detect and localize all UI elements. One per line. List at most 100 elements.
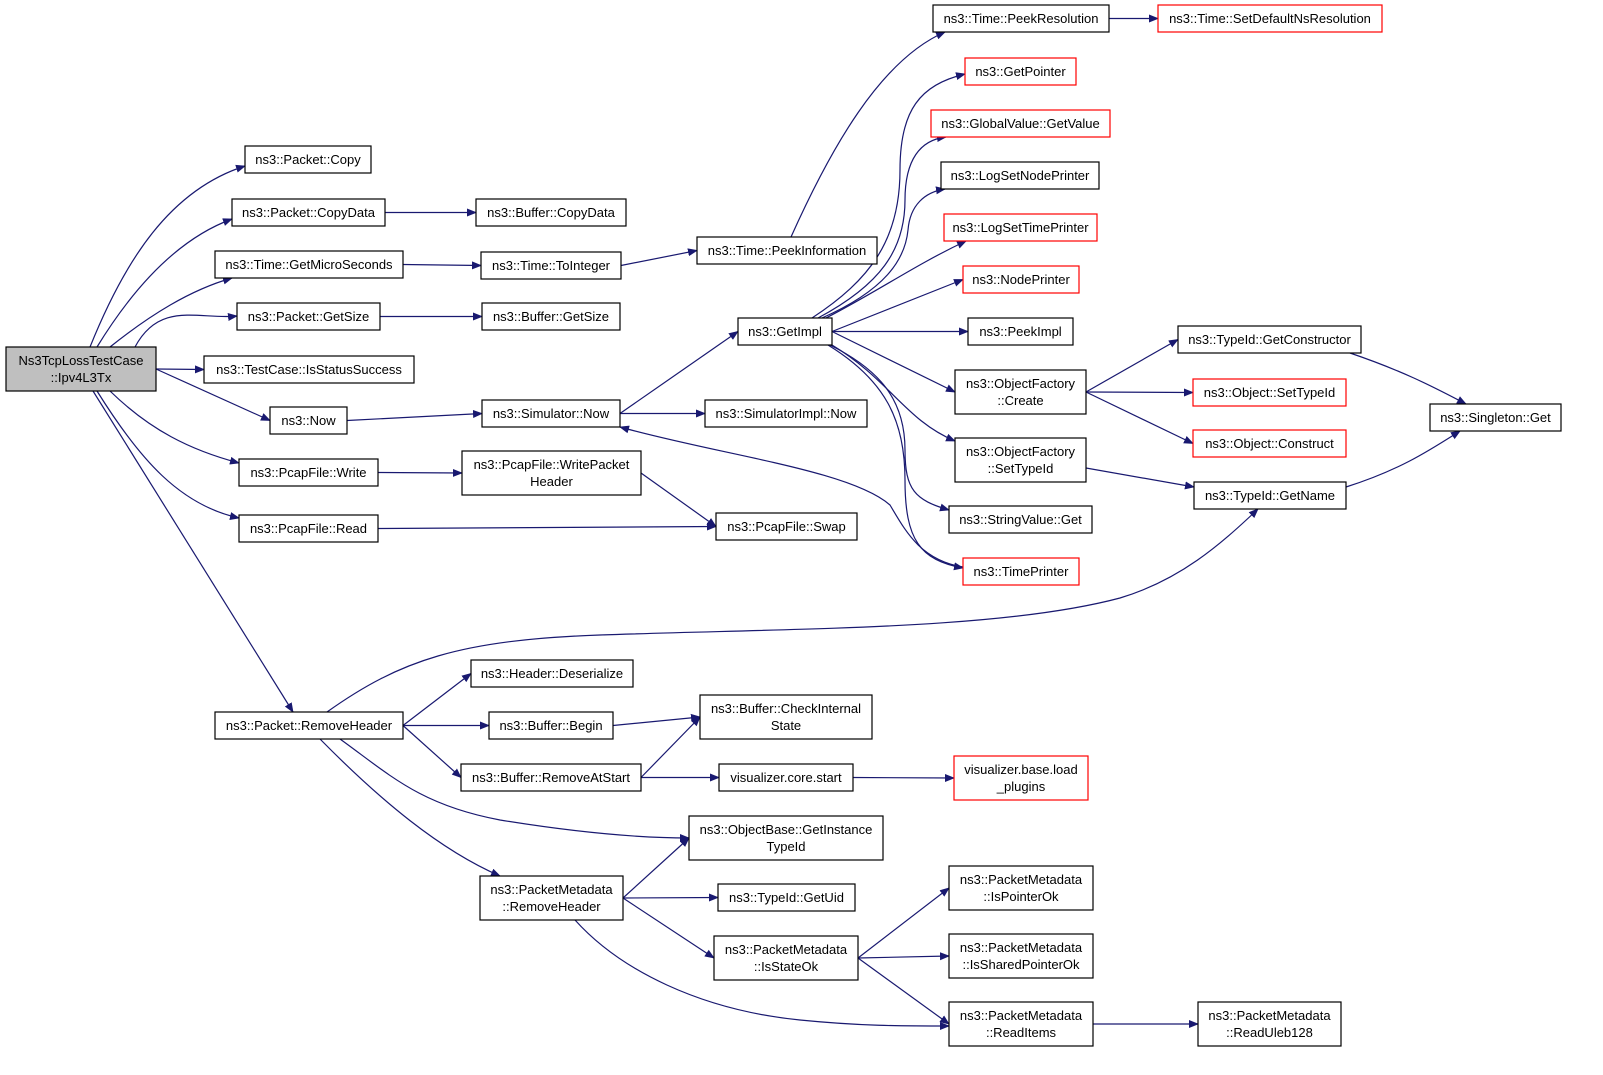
node-label: ns3::PcapFile::Write: [250, 465, 366, 480]
node-typeid-getuid[interactable]: ns3::TypeId::GetUid: [717, 883, 856, 912]
edge-visualizer-core-start-to-visualizer-base-load-plugins: [852, 773, 955, 782]
node-label: ns3::ObjectBase::GetInstance: [700, 822, 873, 837]
node-label: ns3::GlobalValue::GetValue: [941, 116, 1100, 131]
node-box: [954, 369, 1087, 415]
node-objectfactory-create[interactable]: ns3::ObjectFactory::Create: [954, 369, 1087, 415]
node-typeid-getname[interactable]: ns3::TypeId::GetName: [1193, 481, 1347, 510]
edge-getimpl-to-nodeprinter: [831, 278, 964, 333]
node-header-deserialize[interactable]: ns3::Header::Deserialize: [470, 659, 634, 688]
edge-buffer-removeatstart-to-buffer-checkinternalstate: [640, 716, 701, 778]
node-visualizer-base-load-plugins[interactable]: visualizer.base.load_plugins: [953, 755, 1089, 801]
node-root: Ns3TcpLossTestCase::Ipv4L3Tx: [5, 346, 157, 392]
node-label: ::ReadUleb128: [1226, 1025, 1313, 1040]
node-time-getmicroseconds[interactable]: ns3::Time::GetMicroSeconds: [214, 250, 404, 279]
node-packet-removeheader[interactable]: ns3::Packet::RemoveHeader: [214, 711, 404, 740]
node-buffer-copydata[interactable]: ns3::Buffer::CopyData: [475, 198, 627, 227]
node-box: [948, 1001, 1094, 1047]
node-simulatorimpl-now[interactable]: ns3::SimulatorImpl::Now: [704, 399, 868, 428]
node-pcapfile-read[interactable]: ns3::PcapFile::Read: [238, 514, 379, 543]
edge-root-to-pcapfile-write: [109, 390, 240, 465]
node-time-setdefaultnsresolution[interactable]: ns3::Time::SetDefaultNsResolution: [1157, 4, 1383, 33]
node-logsettimeprinter[interactable]: ns3::LogSetTimePrinter: [943, 213, 1098, 242]
edge-getimpl-to-globalvalue-getvalue: [817, 134, 947, 319]
node-getpointer[interactable]: ns3::GetPointer: [964, 57, 1077, 86]
node-buffer-getsize[interactable]: ns3::Buffer::GetSize: [481, 302, 621, 331]
node-visualizer-core-start[interactable]: visualizer.core.start: [718, 763, 854, 792]
node-label: ns3::Buffer::CheckInternal: [711, 701, 861, 716]
edge-root-to-time-getmicroseconds: [109, 276, 233, 348]
edge-root-to-now: [155, 368, 271, 422]
node-packet-getsize[interactable]: ns3::Packet::GetSize: [236, 302, 381, 331]
edge-getimpl-to-timeprinter: [827, 344, 964, 571]
node-typeid-getconstructor[interactable]: ns3::TypeId::GetConstructor: [1177, 325, 1362, 354]
node-label: ns3::Time::ToInteger: [492, 258, 611, 273]
node-box: [1192, 378, 1347, 407]
node-logsetnodeprinter[interactable]: ns3::LogSetNodePrinter: [940, 161, 1100, 190]
node-box: [479, 875, 624, 921]
node-box: [488, 711, 614, 740]
node-object-settypeid[interactable]: ns3::Object::SetTypeId: [1192, 378, 1347, 407]
edge-packetmetadata-removeheader-to-packetmetadata-isstateok: [622, 897, 715, 959]
node-box: [717, 883, 856, 912]
node-peekimpl[interactable]: ns3::PeekImpl: [967, 317, 1074, 346]
node-label: ns3::TypeId::GetUid: [729, 890, 844, 905]
node-box: [954, 437, 1087, 483]
node-time-tointeger[interactable]: ns3::Time::ToInteger: [480, 251, 622, 280]
node-label: ::IsSharedPointerOk: [962, 957, 1080, 972]
node-packetmetadata-removeheader[interactable]: ns3::PacketMetadata::RemoveHeader: [479, 875, 624, 921]
node-simulator-now[interactable]: ns3::Simulator::Now: [481, 399, 621, 428]
node-testcase-isstatussuccess[interactable]: ns3::TestCase::IsStatusSuccess: [203, 355, 415, 384]
node-now[interactable]: ns3::Now: [269, 406, 348, 435]
node-timeprinter[interactable]: ns3::TimePrinter: [962, 557, 1080, 586]
node-time-peekinformation[interactable]: ns3::Time::PeekInformation: [696, 236, 878, 265]
node-pcapfile-swap[interactable]: ns3::PcapFile::Swap: [715, 512, 858, 541]
node-box: [1157, 4, 1383, 33]
node-box: [238, 458, 379, 487]
edge-root-to-packet-getsize: [134, 312, 238, 348]
node-packetmetadata-issharedpointerok[interactable]: ns3::PacketMetadata::IsSharedPointerOk: [948, 933, 1094, 979]
node-packetmetadata-ispointerok[interactable]: ns3::PacketMetadata::IsPointerOk: [948, 865, 1094, 911]
node-time-peekresolution[interactable]: ns3::Time::PeekResolution: [932, 4, 1110, 33]
node-pcapfile-write[interactable]: ns3::PcapFile::Write: [238, 458, 379, 487]
node-label: Ns3TcpLossTestCase: [19, 353, 144, 368]
node-buffer-removeatstart[interactable]: ns3::Buffer::RemoveAtStart: [460, 763, 642, 792]
node-packet-copydata[interactable]: ns3::Packet::CopyData: [231, 198, 386, 227]
node-packetmetadata-readuleb128[interactable]: ns3::PacketMetadata::ReadUleb128: [1197, 1001, 1342, 1047]
node-globalvalue-getvalue[interactable]: ns3::GlobalValue::GetValue: [930, 109, 1111, 138]
node-objectfactory-settypeid[interactable]: ns3::ObjectFactory::SetTypeId: [954, 437, 1087, 483]
edge-time-getmicroseconds-to-time-tointeger: [402, 261, 482, 270]
edge-getimpl-to-logsettimeprinter: [825, 240, 967, 319]
node-packetmetadata-isstateok[interactable]: ns3::PacketMetadata::IsStateOk: [713, 935, 859, 981]
node-box: [1177, 325, 1362, 354]
node-label: ns3::SimulatorImpl::Now: [716, 406, 857, 421]
edge-getimpl-to-objectfactory-settypeid: [831, 344, 956, 442]
node-object-construct[interactable]: ns3::Object::Construct: [1192, 429, 1347, 458]
node-box: [481, 302, 621, 331]
node-packet-copy[interactable]: ns3::Packet::Copy: [244, 145, 372, 174]
edge-typeid-getname-to-singleton-get: [1345, 430, 1461, 488]
node-stringvalue-get[interactable]: ns3::StringValue::Get: [948, 505, 1093, 534]
node-box: [932, 4, 1110, 33]
node-getimpl[interactable]: ns3::GetImpl: [737, 317, 833, 346]
node-label: ns3::Packet::Copy: [255, 152, 361, 167]
edge-simulator-now-to-getimpl: [619, 330, 739, 414]
node-label: ns3::PacketMetadata: [960, 940, 1083, 955]
node-box: [1192, 429, 1347, 458]
node-label: ns3::Time::GetMicroSeconds: [225, 257, 393, 272]
node-label: _plugins: [996, 779, 1046, 794]
node-nodeprinter[interactable]: ns3::NodePrinter: [962, 265, 1080, 294]
node-label: ns3::Object::Construct: [1205, 436, 1334, 451]
node-label: ns3::PacketMetadata: [960, 1008, 1083, 1023]
edge-packet-removeheader-to-objectbase-getinstancetypeid: [339, 738, 690, 842]
node-box: [940, 161, 1100, 190]
node-packetmetadata-readitems[interactable]: ns3::PacketMetadata::ReadItems: [948, 1001, 1094, 1047]
node-singleton-get[interactable]: ns3::Singleton::Get: [1429, 403, 1562, 432]
node-label: ns3::Buffer::GetSize: [493, 309, 609, 324]
node-buffer-begin[interactable]: ns3::Buffer::Begin: [488, 711, 614, 740]
node-label: ns3::PacketMetadata: [960, 872, 1083, 887]
node-label: ns3::ObjectFactory: [966, 444, 1076, 459]
node-label: ns3::StringValue::Get: [959, 512, 1082, 527]
